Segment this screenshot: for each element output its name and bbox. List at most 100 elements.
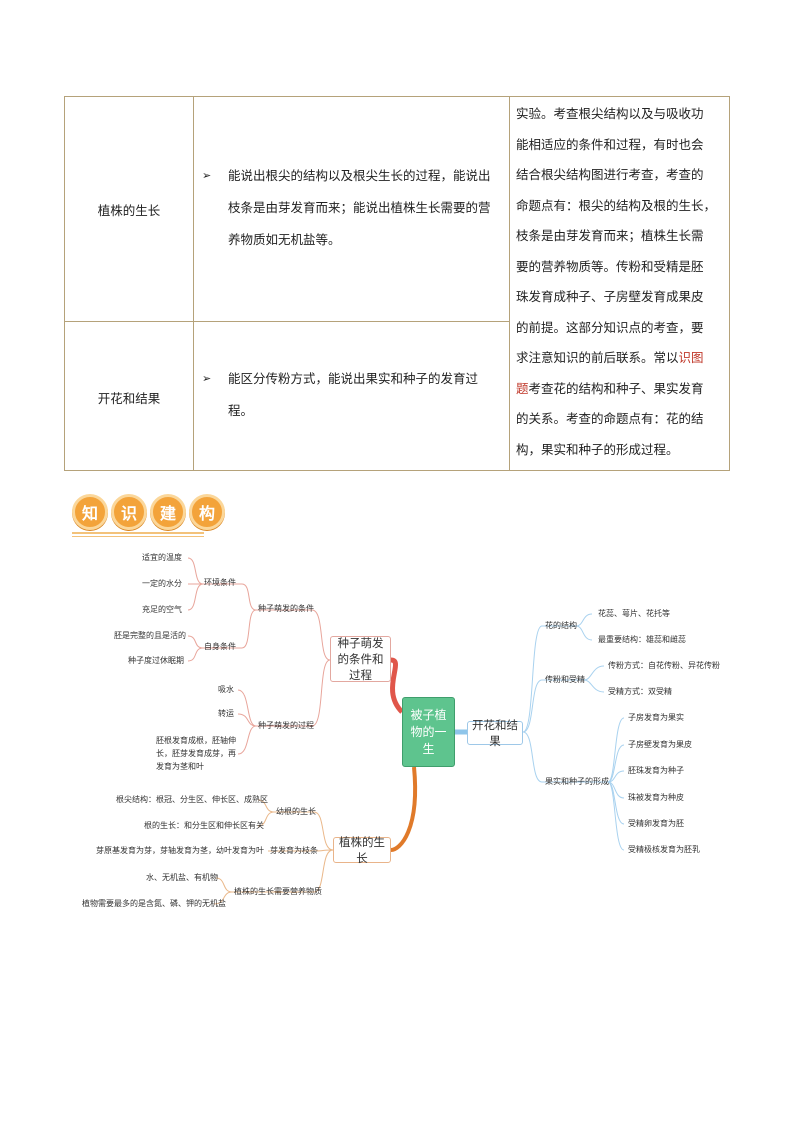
link	[313, 811, 334, 851]
node-pollination: 传粉和受精	[545, 675, 585, 684]
link	[607, 717, 625, 783]
link	[241, 583, 257, 611]
knowledge-table: 植株的生长 ➢ 能说出根尖的结构以及根尖生长的过程，能说出枝条是由芽发育而来；能…	[64, 96, 730, 471]
link	[313, 849, 334, 852]
link	[215, 877, 233, 893]
node-env: 环境条件	[204, 578, 236, 587]
bullet-arrow-icon: ➢	[202, 169, 212, 182]
node-nutrient: 植株的生长需要营养物质	[234, 887, 322, 896]
leaf: 适宜的温度	[142, 553, 182, 562]
link	[237, 713, 257, 727]
heading-char: 构	[189, 494, 225, 530]
leaf: 珠被发育为种皮	[628, 793, 684, 802]
link	[583, 665, 605, 681]
link	[257, 799, 275, 813]
exam-line-part: 求注意知识的前后联系。常以	[516, 350, 679, 365]
leaf: 植物需要最多的是含氮、磷、钾的无机盐	[82, 899, 226, 908]
leaf: 胚珠发育为种子	[628, 766, 684, 775]
heading-char: 知	[72, 494, 108, 530]
leaf: 受精极核发育为胚乳	[628, 845, 700, 854]
link	[607, 770, 625, 783]
link	[522, 731, 543, 783]
leaf: 根的生长：和分生区和伸长区有关	[144, 821, 264, 830]
link	[522, 625, 543, 733]
table-row-divider	[65, 321, 509, 322]
link	[241, 609, 257, 649]
center-text: 被子植物的一生	[410, 707, 447, 756]
link	[237, 725, 257, 755]
exam-line: 构，果实和种子的形成过程。	[516, 441, 679, 457]
link	[575, 613, 593, 627]
leaf: 子房发育为果实	[628, 713, 684, 722]
exam-line: 要的营养物质等。传粉和受精是胚	[516, 258, 704, 274]
link	[311, 659, 331, 727]
leaf: 花蕊、萼片、花托等	[598, 609, 670, 618]
link	[607, 781, 625, 825]
node-root: 幼根的生长	[276, 807, 316, 816]
link	[311, 609, 331, 661]
node-text: 植株的生长	[339, 835, 385, 865]
table-row-requirement: ➢ 能说出根尖的结构以及根尖生长的过程，能说出枝条是由芽发育而来；能说出植株生长…	[194, 160, 509, 280]
table-row-topic: 开花和结果	[65, 322, 193, 472]
leaf: 受精方式：双受精	[608, 687, 672, 696]
leaf: 传粉方式：自花传粉、异花传粉	[608, 661, 720, 670]
link	[607, 744, 625, 783]
leaf: 芽原基发育为芽，芽轴发育为茎，幼叶发育为叶	[96, 846, 264, 855]
node-germination: 种子萌发的条件和过程	[330, 636, 391, 682]
link	[313, 849, 334, 893]
leaf: 转运	[218, 709, 234, 718]
node-conditions: 种子萌发的条件	[258, 604, 314, 613]
heading-char: 建	[150, 494, 186, 530]
leaf: 最重要结构：雄蕊和雌蕊	[598, 635, 686, 644]
branch-growth	[390, 766, 418, 852]
link	[237, 689, 257, 727]
table-row-requirement: ➢ 能区分传粉方式，能说出果实和种子的发育过程。	[194, 363, 509, 433]
node-bud: 芽发育为枝条	[270, 846, 318, 855]
exam-line: 珠发育成种子、子房壁发育成果皮	[516, 289, 704, 304]
topic-text: 植株的生长	[97, 202, 161, 218]
leaf: 胚是完整的且是活的	[114, 631, 186, 640]
table-col-divider	[509, 97, 510, 470]
leaf: 充足的空气	[142, 605, 182, 614]
leaf: 一定的水分	[142, 579, 182, 588]
node-flower: 开花和结果	[467, 718, 523, 748]
exam-line: 的关系。考查的命题点有：花的结	[516, 411, 704, 426]
exam-line-part: 考查花的结构和种子、果实发育	[528, 380, 704, 396]
link	[575, 625, 593, 641]
leaf: 子房壁发育为果皮	[628, 740, 692, 749]
link	[187, 635, 204, 649]
node-formation: 果实和种子的形成	[545, 777, 609, 786]
link	[213, 891, 233, 905]
link	[187, 647, 204, 662]
link	[257, 811, 275, 827]
exam-line: 求注意知识的前后联系。常以识图	[516, 343, 726, 374]
mindmap-center: 被子植物的一生	[402, 697, 455, 767]
mind-map: 被子植物的一生 种子萌发的条件和过程 植株的生长 开花和结果 种子萌发的条件 环…	[0, 540, 794, 920]
requirement-text: 能区分传粉方式，能说出果实和种子的发育过程。	[228, 371, 479, 418]
link	[187, 583, 204, 611]
leaf: 胚根发育成根，胚轴伸长，胚芽发育成芽，再发育为茎和叶	[156, 736, 236, 771]
bullet-arrow-icon: ➢	[202, 372, 212, 385]
exam-line: 枝条是由芽发育而来；植株生长需	[516, 228, 704, 243]
node-self: 自身条件	[204, 642, 236, 651]
link	[607, 781, 625, 851]
exam-highlight: 识图	[678, 350, 704, 365]
link	[522, 679, 543, 733]
leaf: 种子度过休眠期	[128, 656, 184, 665]
table-col-divider	[193, 97, 194, 470]
leaf: 吸水	[218, 685, 234, 694]
exam-highlight: 题	[516, 380, 529, 396]
node-text: 种子萌发的条件和过程	[337, 636, 384, 682]
leaf: 受精卵发育为胚	[628, 819, 684, 828]
leaf: 水、无机盐、有机物	[146, 873, 218, 882]
section-heading: 知 识 建 构	[72, 494, 225, 534]
table-row-topic: 植株的生长	[65, 97, 193, 321]
topic-text: 开花和结果	[97, 390, 161, 406]
branch-germination	[390, 657, 404, 714]
link	[583, 679, 605, 693]
node-structure: 花的结构	[545, 621, 577, 630]
requirement-text: 能说出根尖的结构以及根尖生长的过程，能说出枝条是由芽发育而来；能说出植株生长需要…	[228, 168, 491, 247]
node-process: 种子萌发的过程	[258, 721, 314, 730]
leaf: 根尖结构：根冠、分生区、伸长区、成熟区	[116, 795, 268, 804]
exam-line: 题考查花的结构和种子、果实发育	[516, 374, 726, 405]
